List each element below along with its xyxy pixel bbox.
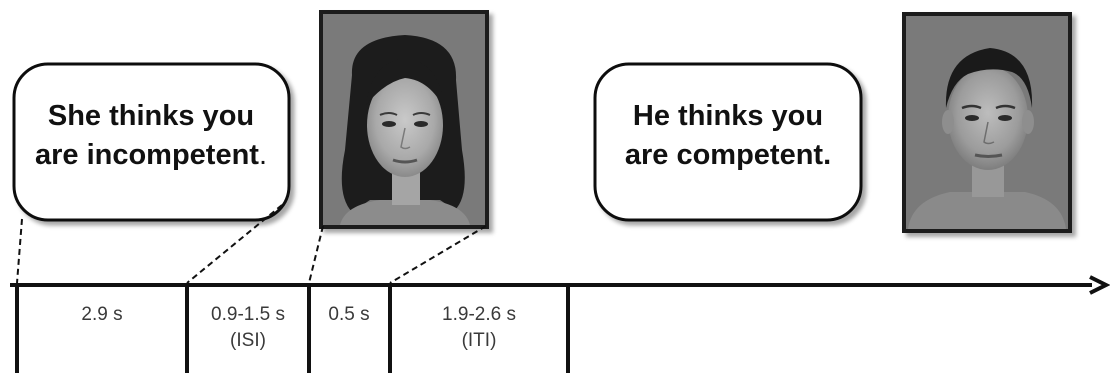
connector-face-right (389, 225, 487, 284)
statement-1-line1: She thinks you (48, 100, 254, 132)
statement-1-line2: are incompetent. (35, 139, 267, 171)
timeline-axis (10, 275, 1110, 295)
segment-4-duration: 1.9-2.6 s (442, 304, 516, 325)
segment-dividers (15, 283, 570, 373)
segment-labels: 2.9 s 0.9-1.5 s (ISI) 0.5 s 1.9-2.6 s (I… (81, 304, 516, 351)
segment-2-label: (ISI) (230, 330, 266, 351)
connector-bubble1-right (186, 204, 283, 284)
segment-1-duration: 2.9 s (81, 304, 122, 325)
segment-4-label: (ITI) (462, 330, 497, 351)
connector-lines (16, 204, 487, 284)
connector-face-left (308, 225, 324, 284)
statement-2-line1: He thinks you (633, 100, 823, 132)
statement-1-line2-main: are incompetent (35, 139, 259, 171)
statement-2-line2: are competent. (625, 139, 831, 171)
segment-2-duration: 0.9-1.5 s (211, 304, 285, 325)
timeline-arrowhead (1089, 275, 1110, 295)
male-face-photo (902, 12, 1072, 233)
female-face-photo (319, 10, 489, 229)
statement-bubble-2: He thinks you are competent. (593, 62, 863, 222)
statement-1-period: . (259, 139, 267, 171)
statement-bubble-1: She thinks you are incompetent. (12, 62, 291, 222)
segment-3-duration: 0.5 s (328, 304, 369, 325)
connector-bubble1-left (16, 218, 23, 284)
